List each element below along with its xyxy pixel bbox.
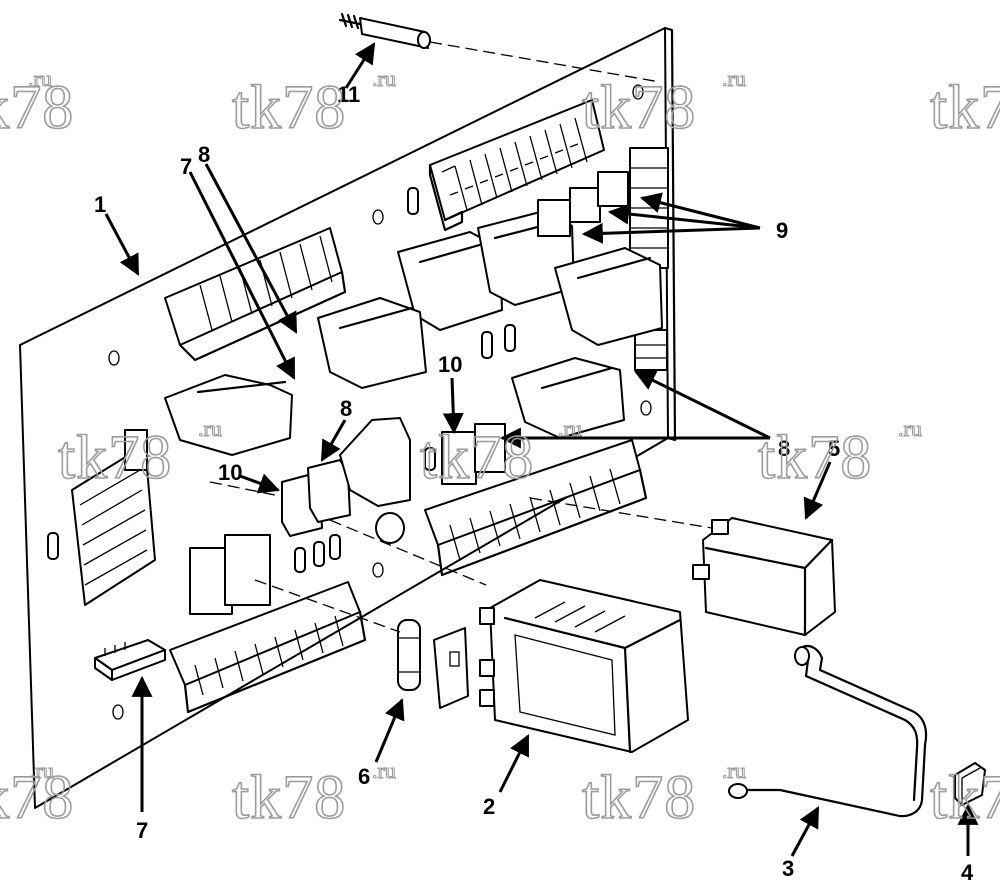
svg-text:tk78: tk78: [58, 424, 172, 492]
svg-text:.ru: .ru: [898, 416, 922, 441]
watermarks: tk78 .ru tk78 .ru tk78 .ru tk78 tk78 .ru…: [0, 65, 1000, 833]
svg-text:.ru: .ru: [558, 416, 582, 441]
terminal-block-bottom: [169, 534, 367, 714]
small-relays-center: [441, 423, 506, 485]
fuse-part-6: [397, 619, 469, 709]
fuse-block-left: [71, 429, 156, 606]
callout-4: 4: [961, 860, 974, 885]
callout-6: 6: [358, 764, 370, 789]
watermark: tk78 .ru: [0, 757, 74, 832]
board-mounting-holes: [108, 84, 652, 720]
callout-9: 9: [776, 218, 788, 243]
watermark: tk78 .ru: [231, 65, 396, 142]
svg-text:tk78: tk78: [232, 74, 346, 142]
small-relays-center-left: [281, 417, 411, 544]
watermark: tk78: [929, 73, 1000, 143]
watermark: tk78 .ru: [57, 415, 222, 492]
standoff-part-11: [338, 12, 431, 49]
svg-text:.ru: .ru: [722, 66, 746, 91]
watermark: tk78 .ru: [581, 757, 746, 832]
relay-base-part-2: [479, 579, 689, 754]
svg-text:tk78: tk78: [0, 764, 74, 832]
watermark: tk78 .ru: [419, 415, 582, 492]
svg-text:tk78: tk78: [0, 74, 74, 142]
watermark: tk78: [929, 763, 1000, 833]
svg-text:tk78: tk78: [582, 764, 696, 832]
callout-arrows: [104, 42, 979, 857]
callout-1: 1: [94, 192, 106, 217]
svg-text:tk78: tk78: [930, 764, 1000, 832]
board-relays: [164, 171, 663, 456]
terminal-block-top-left: [164, 227, 347, 362]
callout-7-top: 7: [180, 154, 192, 179]
svg-text:.ru: .ru: [28, 66, 52, 91]
assembly-guide-lines: [209, 41, 713, 633]
svg-text:.ru: .ru: [372, 758, 396, 783]
callout-3: 3: [782, 856, 794, 881]
svg-text:tk78: tk78: [930, 74, 1000, 142]
svg-text:tk78: tk78: [232, 764, 346, 832]
callout-5: 5: [828, 436, 840, 461]
svg-text:.ru: .ru: [30, 758, 54, 783]
watermark: tk78 .ru: [757, 415, 922, 492]
callout-10-center: 10: [438, 352, 462, 377]
clip-part-4: [954, 762, 986, 806]
callout-2: 2: [483, 794, 495, 819]
callout-10-left: 10: [218, 460, 242, 485]
svg-text:.ru: .ru: [372, 66, 396, 91]
watermark: tk78 .ru: [231, 757, 396, 832]
svg-text:.ru: .ru: [198, 416, 222, 441]
svg-text:tk78: tk78: [758, 424, 872, 492]
callout-labels: 1 7 8 11 9 8 10 10 8 5 7 6 2 3 4: [94, 82, 974, 885]
callout-8-top: 8: [198, 142, 210, 167]
terminal-block-top-right: [428, 99, 605, 232]
relay-part-5: [692, 517, 836, 637]
board-diodes: [47, 187, 516, 573]
small-relay-part-7: [94, 639, 166, 681]
callout-8-right: 8: [778, 436, 790, 461]
wire-bracket-part-3: [728, 644, 928, 818]
svg-text:.ru: .ru: [722, 758, 746, 783]
callout-7-bottom: 7: [136, 818, 148, 843]
svg-text:tk78: tk78: [420, 424, 534, 492]
terminal-block-center: [424, 439, 648, 577]
watermark: tk78 .ru: [0, 65, 74, 142]
watermark: tk78 .ru: [581, 65, 746, 142]
callout-11: 11: [337, 82, 360, 107]
callout-8-mid: 8: [340, 396, 352, 421]
svg-text:tk78: tk78: [582, 74, 696, 142]
